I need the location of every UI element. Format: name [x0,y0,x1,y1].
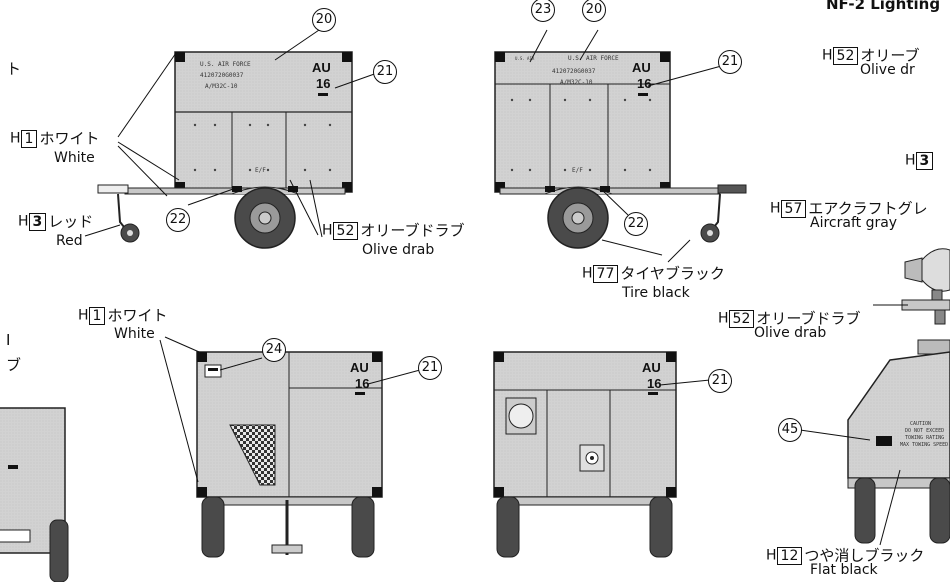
trailer-partial-left [0,407,69,582]
paint-code-aircraft: 57 [780,200,807,218]
paint-code-flat: 12 [776,547,803,565]
au-marking-2: AU [632,60,651,75]
paint-code-olive: 52 [332,222,359,240]
callout-45: 45 [778,418,802,442]
usaf-marking-2: U.S. AIR FORCE [568,55,619,62]
edge-text-mid: I [6,331,11,349]
paint-code-olive-right-2: 52 [728,310,755,328]
serial-marking: 4120720G0037 [200,72,244,79]
paint-code-olive-right: 52 [832,47,859,65]
edge-text-mid2: ブ [6,356,22,374]
usaf-marking: U.S. AIR FORCE [200,61,251,68]
page-title: NF-2 Lighting [826,0,941,13]
callout-20-left: 20 [312,8,336,32]
au-marking-4: AU [642,360,661,375]
unit-number-marking-3: 16 [355,376,369,391]
trailer-front-view: AU 16 [196,351,383,558]
au-marking-3: AU [350,360,369,375]
caution-line-2: DO NOT EXCEED [905,428,944,434]
model-marking: A/M32C-10 [205,83,238,90]
paint-code-tire: 77 [592,265,619,283]
ef-marking: E/F [255,167,266,174]
edge-text-top: ト [6,60,22,78]
leader-lines [84,27,908,546]
callout-21-right: 21 [718,50,742,74]
paint-code-red-right: 3 [915,152,934,170]
paint-code-white-2: 1 [88,307,106,325]
ef-marking-2: E/F [572,167,583,174]
unit-number-marking-2: 16 [637,76,651,91]
unit-number-marking-4: 16 [647,376,661,391]
callout-21-rear: 21 [708,369,732,393]
callout-23: 23 [531,0,555,22]
callout-21-front: 21 [418,356,442,380]
paint-code-red: 3 [28,213,47,231]
au-marking: AU [312,60,331,75]
model-marking-2: A/M32C-10 [560,79,593,86]
unit-number-marking: 16 [316,76,330,91]
callout-22-right: 22 [624,212,648,236]
caution-line-3: TOWING RATING [905,435,944,441]
serial-marking-2: 4120720G0037 [552,68,596,75]
callout-20-right: 20 [582,0,606,22]
trailer-side-view-left: U.S. AIR FORCE 4120720G0037 A/M32C-10 AU… [97,51,353,249]
callout-22-left: 22 [166,208,190,232]
callout-24: 24 [262,338,286,362]
paint-code-white: 1 [20,130,38,148]
callout-21-left: 21 [373,60,397,84]
svg-text:U.S. AIR: U.S. AIR [515,56,535,61]
trailer-side-view-right: U.S. AIR U.S. AIR FORCE 4120720G0037 A/M… [494,51,747,249]
caution-line-4: MAX TOWING SPEED [900,442,948,448]
light-cart-partial-right: CAUTION DO NOT EXCEED TOWING RATING MAX … [847,248,950,544]
trailer-rear-view: AU 16 [493,351,677,558]
caution-line-1: CAUTION [910,421,931,427]
